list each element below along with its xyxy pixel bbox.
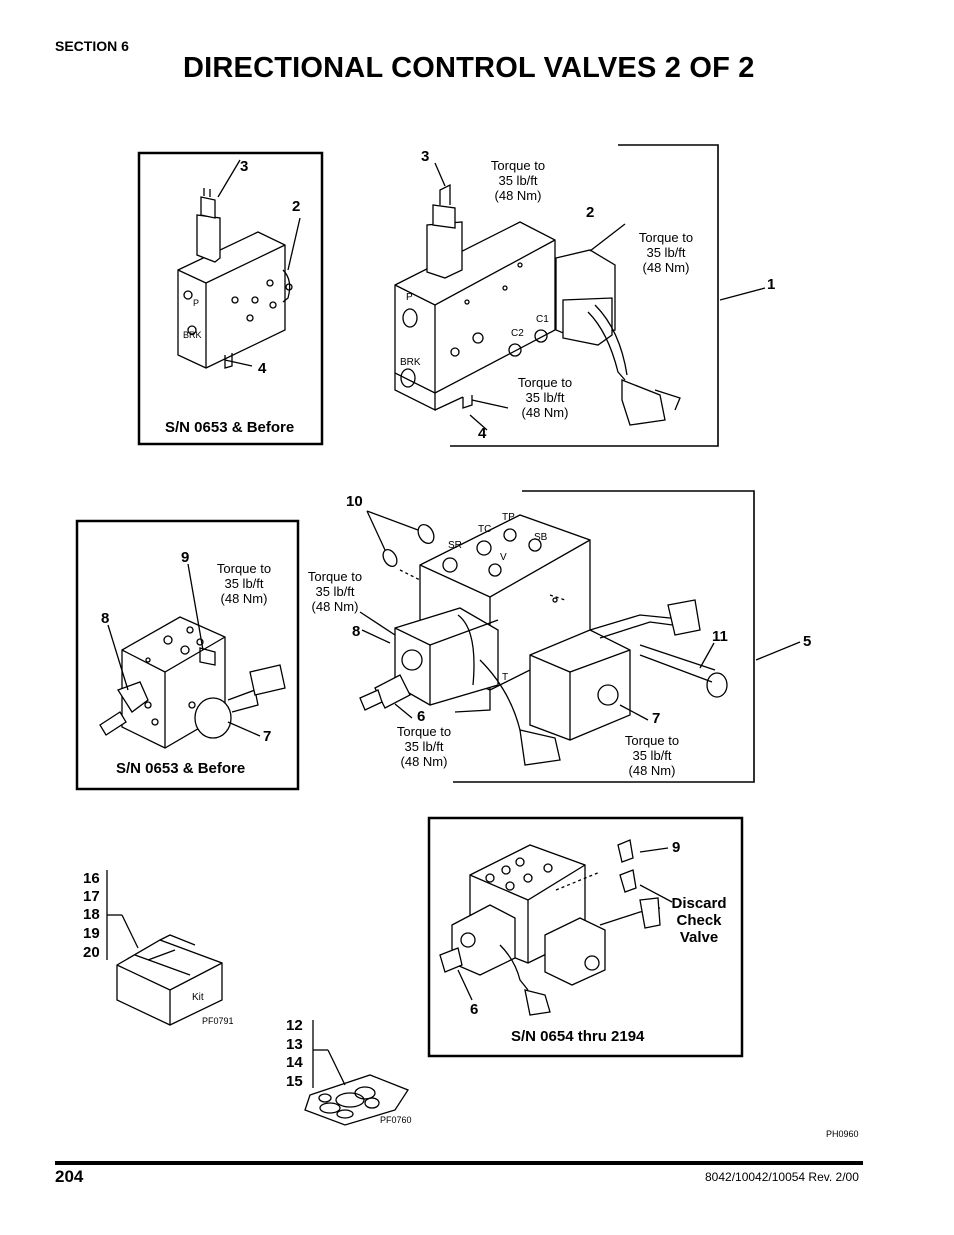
callout-2-top-right: 2 (586, 204, 595, 221)
torque-line-1: Torque to (517, 375, 573, 390)
port-label-c2: C2 (511, 328, 524, 339)
callout-9-bottom-right: 9 (672, 839, 681, 856)
callout-5: 5 (803, 633, 812, 650)
callout-14: 14 (286, 1054, 303, 1071)
callout-8-mid-right: 8 (352, 623, 361, 640)
callout-6-mid-right: 6 (417, 708, 426, 725)
torque-line-2: 35 lb/ft (224, 576, 264, 591)
port-label-sb: SB (534, 532, 548, 543)
valve-drawing-top-right (394, 183, 681, 426)
valve-drawing-mid-right (359, 514, 728, 766)
port-label-brk-top-right: BRK (400, 357, 421, 368)
caption-bottom-right: S/N 0654 thru 2194 (511, 1028, 645, 1045)
figure-code-page: PH0960 (826, 1129, 859, 1139)
port-label-sr: SR (448, 540, 462, 551)
torque-line-3: (48 Nm) (494, 188, 542, 203)
torque-line-1: Torque to (216, 561, 272, 576)
torque-line-3: (48 Nm) (220, 591, 268, 606)
callout-17: 17 (83, 888, 100, 905)
revision-note: 8042/10042/10054 Rev. 2/00 (705, 1170, 859, 1184)
kit-label: Kit (192, 992, 204, 1003)
port-label-t: T (502, 672, 509, 683)
torque-note-mid-right-coil2: Torque to 35 lb/ft (48 Nm) (612, 733, 692, 778)
torque-line-2: 35 lb/ft (404, 739, 444, 754)
callout-3-top-left: 3 (240, 158, 249, 175)
callout-19: 19 (83, 925, 100, 942)
callout-6-bottom-right: 6 (470, 1001, 479, 1018)
footer-rule (55, 1161, 863, 1165)
kit-box-drawing (116, 934, 223, 1026)
panel-top-left-frame (137, 151, 324, 446)
port-label-tc: TC (478, 524, 492, 535)
callout-16: 16 (83, 870, 100, 887)
torque-note-top-coil: Torque to 35 lb/ft (48 Nm) (626, 230, 706, 275)
torque-line-2: 35 lb/ft (315, 584, 355, 599)
callout-20: 20 (83, 944, 100, 961)
port-label-c1: C1 (536, 314, 549, 325)
torque-line-2: 35 lb/ft (498, 173, 538, 188)
torque-line-3: (48 Nm) (628, 763, 676, 778)
callout-11: 11 (712, 628, 728, 645)
callout-18: 18 (83, 906, 100, 923)
panel-top-right-bracket (450, 144, 719, 447)
torque-line-1: Torque to (396, 724, 452, 739)
torque-line-3: (48 Nm) (642, 260, 690, 275)
torque-line-3: (48 Nm) (311, 599, 359, 614)
callout-1: 1 (767, 276, 776, 293)
figure-code-kit-box: PF0791 (202, 1016, 234, 1026)
port-label-p-top-right: P (406, 292, 413, 303)
port-label-brk-top-left: BRK (183, 330, 202, 340)
torque-note-mid-right-coil: Torque to 35 lb/ft (48 Nm) (295, 569, 375, 614)
valve-drawing-mid-left (99, 616, 286, 749)
figure-code-seal-kit: PF0760 (380, 1115, 412, 1125)
caption-top-left: S/N 0653 & Before (165, 419, 295, 436)
callout-4-top-right: 4 (478, 425, 487, 442)
port-label-p-top-left: P (193, 298, 200, 308)
torque-note-mid-right-plug: Torque to 35 lb/ft (48 Nm) (384, 724, 464, 769)
torque-line-1: Torque to (307, 569, 363, 584)
page-title: DIRECTIONAL CONTROL VALVES 2 OF 2 (183, 52, 755, 84)
torque-note-mid-left: Torque to 35 lb/ft (48 Nm) (204, 561, 284, 606)
torque-note-top-bottom-plug: Torque to 35 lb/ft (48 Nm) (505, 375, 585, 420)
torque-line-1: Torque to (638, 230, 694, 245)
page-number: 204 (55, 1167, 84, 1186)
valve-drawing-top-left (177, 188, 293, 369)
panel-bottom-right-frame (427, 816, 744, 1058)
callout-10: 10 (346, 493, 363, 510)
torque-line-3: (48 Nm) (521, 405, 569, 420)
callout-13: 13 (286, 1036, 303, 1053)
discard-check-valve-note: Discard Check Valve (663, 895, 735, 946)
torque-line-1: Torque to (624, 733, 680, 748)
callout-12: 12 (286, 1017, 303, 1034)
discard-line-3: Valve (679, 929, 719, 946)
torque-line-2: 35 lb/ft (646, 245, 686, 260)
torque-note-top-plug: Torque to 35 lb/ft (48 Nm) (478, 158, 558, 203)
callout-9-mid-left: 9 (181, 549, 190, 566)
callout-3-top-right: 3 (421, 148, 430, 165)
callout-7-mid-left: 7 (263, 728, 272, 745)
caption-mid-left: S/N 0653 & Before (116, 760, 246, 777)
torque-line-3: (48 Nm) (400, 754, 448, 769)
torque-line-2: 35 lb/ft (632, 748, 672, 763)
torque-line-2: 35 lb/ft (525, 390, 565, 405)
port-label-v: V (500, 552, 507, 563)
callout-7-mid-right: 7 (652, 710, 661, 727)
panel-mid-left-frame (75, 519, 300, 791)
discard-line-1: Discard (671, 895, 727, 912)
valve-drawing-bottom-right (439, 839, 661, 1016)
callout-15: 15 (286, 1073, 303, 1090)
section-label: SECTION 6 (55, 38, 129, 54)
seal-kit-drawing (304, 1074, 409, 1126)
callout-8-mid-left: 8 (101, 610, 110, 627)
callout-2-top-left: 2 (292, 198, 301, 215)
discard-line-2: Check (676, 912, 722, 929)
callout-4-top-left: 4 (258, 360, 267, 377)
panel-mid-right-bracket (453, 490, 755, 783)
torque-line-1: Torque to (490, 158, 546, 173)
port-label-tp: TP (502, 512, 515, 523)
